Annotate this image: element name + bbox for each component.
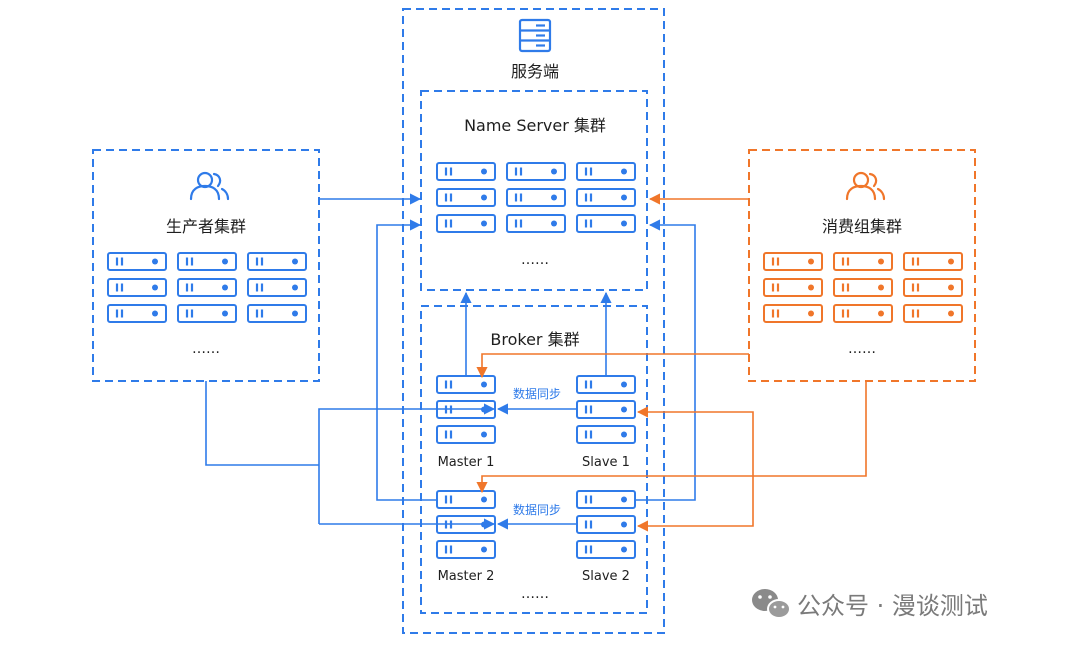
- server-side-label: 服务端: [511, 62, 559, 81]
- server-unit: [903, 304, 963, 323]
- broker-ellipsis: ……: [521, 586, 549, 602]
- server-unit: [576, 188, 636, 207]
- broker-container: [420, 305, 648, 614]
- wechat-icon: [752, 589, 791, 619]
- sync-label-2: 数据同步: [513, 502, 561, 517]
- consumer-to-slave1-arrow: [636, 406, 754, 476]
- consumer-to-master1-arrow: [476, 353, 749, 379]
- producer-ellipsis: ……: [192, 341, 220, 357]
- producer-nodes: [107, 252, 307, 323]
- slave-1-label: Slave 1: [582, 455, 630, 470]
- watermark-text: 公众号 · 漫谈测试: [797, 592, 988, 620]
- server-side-container: [402, 8, 665, 634]
- server-unit: [576, 425, 636, 444]
- sync-label-1: 数据同步: [513, 386, 561, 401]
- server-unit: [436, 375, 496, 394]
- producer-container: [92, 149, 320, 382]
- producer-users-icon: [189, 171, 230, 201]
- consumer-to-master2-arrow: [476, 381, 867, 494]
- name-server-nodes: [436, 162, 636, 233]
- server-unit: [903, 278, 963, 297]
- server-unit: [833, 304, 893, 323]
- producer-title: 生产者集群: [166, 217, 246, 236]
- server-unit: [177, 278, 237, 297]
- consumer-nodes: [763, 252, 963, 323]
- server-unit: [763, 278, 823, 297]
- server-unit: [107, 252, 167, 271]
- server-unit: [833, 278, 893, 297]
- name-server-ellipsis: ……: [521, 252, 549, 268]
- server-unit: [506, 188, 566, 207]
- server-unit: [576, 375, 636, 394]
- server-unit: [436, 162, 496, 181]
- name-server-title: Name Server 集群: [464, 116, 606, 135]
- server-unit: [177, 304, 237, 323]
- master-2-label: Master 2: [438, 569, 495, 584]
- server-icon: [518, 18, 552, 53]
- master-1-label: Master 1: [438, 455, 495, 470]
- slave2-to-nameserver-arrow: [636, 219, 696, 501]
- server-unit: [107, 278, 167, 297]
- server-unit: [436, 214, 496, 233]
- server-unit: [247, 252, 307, 271]
- server-unit: [247, 278, 307, 297]
- name-server-container: [420, 90, 648, 291]
- server-unit: [576, 400, 636, 419]
- consumer-title: 消费组集群: [822, 217, 902, 236]
- server-unit: [177, 252, 237, 271]
- server-unit: [506, 214, 566, 233]
- server-unit: [763, 252, 823, 271]
- master2-to-nameserver-arrow: [376, 219, 436, 501]
- server-unit: [833, 252, 893, 271]
- consumer-users-icon: [845, 171, 886, 201]
- server-unit: [107, 304, 167, 323]
- server-unit: [436, 490, 496, 509]
- server-unit: [576, 214, 636, 233]
- server-unit: [247, 304, 307, 323]
- consumer-container: [748, 149, 976, 382]
- server-unit: [576, 515, 636, 534]
- slave-2-label: Slave 2: [582, 569, 630, 584]
- server-unit: [506, 162, 566, 181]
- server-unit: [436, 540, 496, 559]
- consumer-to-slave2-arrow: [636, 476, 754, 532]
- producer-to-master1-arrow: [318, 403, 496, 524]
- server-unit: [436, 425, 496, 444]
- broker-title: Broker 集群: [490, 330, 579, 349]
- consumer-ellipsis: ……: [848, 341, 876, 357]
- server-unit: [576, 540, 636, 559]
- server-unit: [903, 252, 963, 271]
- server-unit: [436, 188, 496, 207]
- server-unit: [576, 162, 636, 181]
- producer-bus-line: [205, 381, 319, 466]
- server-unit: [763, 304, 823, 323]
- server-unit: [576, 490, 636, 509]
